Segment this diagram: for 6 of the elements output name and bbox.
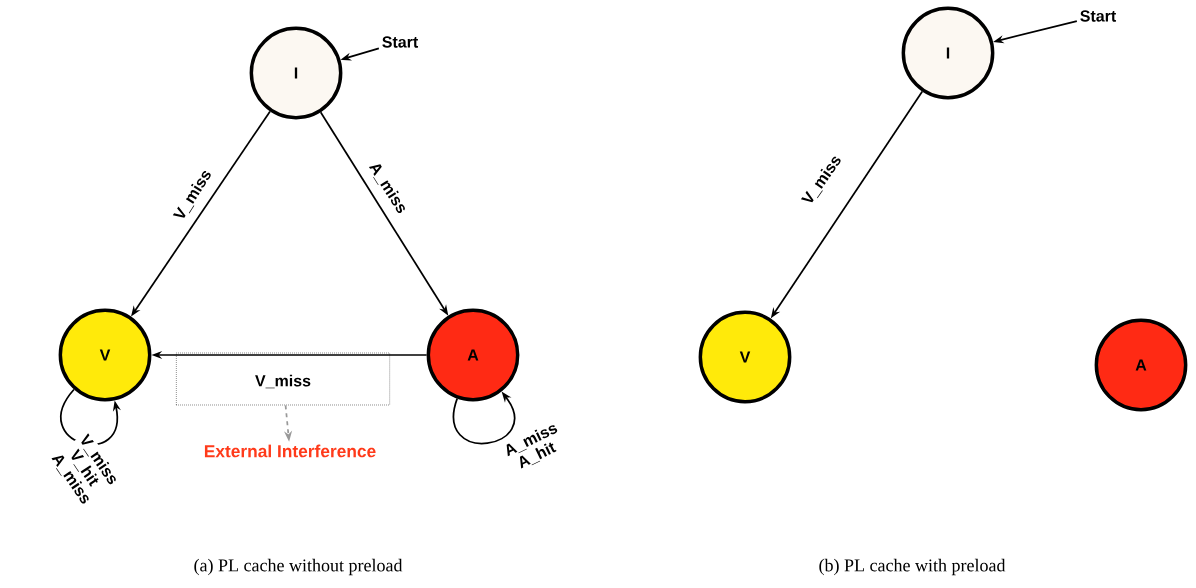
caption: (b) PL cache with preload <box>819 558 1006 576</box>
dotted-box: V_miss <box>176 352 390 406</box>
caption: (a) PL cache without preload <box>194 558 403 576</box>
start-label: Start <box>1080 10 1116 22</box>
annotation-text: External Interference <box>204 444 376 458</box>
start-label: Start <box>382 36 418 48</box>
